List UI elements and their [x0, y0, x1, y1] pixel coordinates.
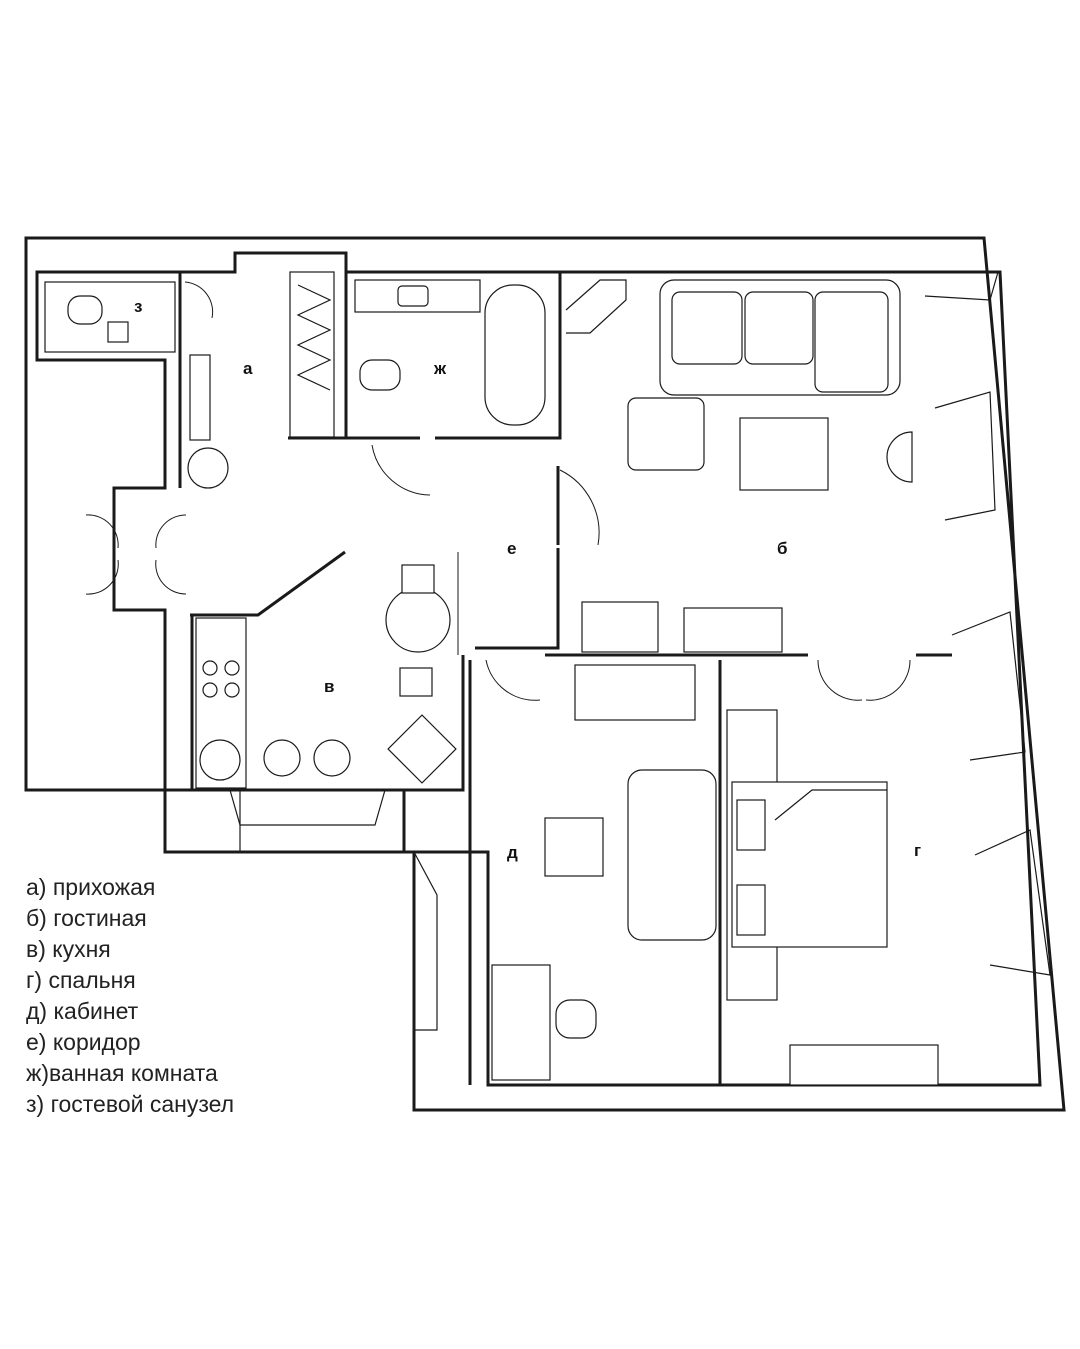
room-label-d: д — [507, 843, 518, 862]
legend-item: в) кухня — [26, 934, 234, 965]
legend-marker: г) — [26, 967, 43, 993]
interior-walls — [178, 272, 952, 1085]
legend-item: а) прихожая — [26, 872, 234, 903]
living-room-furniture — [565, 279, 913, 653]
legend-text: ванная комната — [49, 1060, 218, 1086]
legend-marker: в) — [26, 936, 46, 962]
room-label-a: а — [243, 359, 253, 378]
legend-text: прихожая — [52, 874, 156, 900]
study-furniture — [491, 664, 717, 1081]
legend-item: д) кабинет — [26, 996, 234, 1027]
door-swings — [85, 281, 911, 701]
legend-marker: ж) — [26, 1060, 50, 1086]
legend-marker: е) — [26, 1029, 47, 1055]
bedroom-furniture — [726, 709, 939, 1086]
legend-text: гостевой санузел — [50, 1091, 235, 1117]
legend-marker: з) — [26, 1091, 45, 1117]
legend-item: ж)ванная комната — [26, 1058, 234, 1089]
room-label-z: з — [134, 297, 142, 316]
legend-text: кабинет — [53, 998, 139, 1024]
room-label-v: в — [324, 677, 334, 696]
legend-marker: б) — [26, 905, 47, 931]
room-legend: а) прихожая б) гостиная в) кухня г) спал… — [26, 872, 234, 1120]
room-labels: а б в г д е ж з — [134, 297, 921, 862]
room-label-b: б — [777, 539, 788, 558]
room-label-zh: ж — [433, 359, 447, 378]
room-label-g: г — [914, 841, 921, 860]
legend-item: б) гостиная — [26, 903, 234, 934]
legend-item: г) спальня — [26, 965, 234, 996]
legend-text: спальня — [48, 967, 136, 993]
legend-marker: д) — [26, 998, 48, 1024]
legend-marker: а) — [26, 874, 47, 900]
legend-item: е) коридор — [26, 1027, 234, 1058]
window-bays — [229, 271, 1051, 1031]
legend-text: гостиная — [53, 905, 147, 931]
wardrobe — [187, 271, 335, 489]
room-label-e: е — [507, 539, 516, 558]
legend-text: коридор — [52, 1029, 141, 1055]
kitchen-fixtures — [195, 564, 457, 789]
legend-text: кухня — [52, 936, 111, 962]
legend-item: з) гостевой санузел — [26, 1089, 234, 1120]
guest-wc-fixtures — [44, 281, 176, 353]
bathroom-fixtures — [354, 279, 546, 426]
